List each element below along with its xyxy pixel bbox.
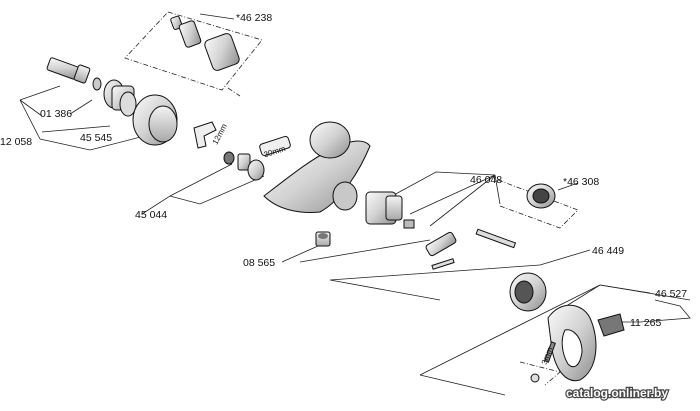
part-ring-46449 [509,272,547,312]
label-11265: 11 265 [630,317,661,329]
label-01386: 01 386 [40,108,72,120]
part-mixer-body [263,121,371,213]
part-escutcheon-45545 [103,79,137,117]
part-handle-46527 [547,304,597,382]
label-45044: 45 044 [135,209,167,221]
part-rosette-12058 [132,94,178,146]
label-45545: 45 545 [80,132,112,144]
watermark: catalog.onliner.by [566,386,668,400]
part-nut-08565 [315,231,331,247]
label-46238: *46 238 [236,12,272,24]
label-46308: *46 308 [563,176,599,188]
dim-3mm: 3mm [540,346,555,366]
part-screw-set: 3mm [530,341,556,383]
part-lever-11265 [597,313,625,337]
label-46449: 46 449 [592,245,624,257]
label-46048: 46 048 [470,174,502,186]
part-cap-46308 [526,183,556,209]
label-46527: 46 527 [655,288,687,300]
callout-labels: *46 238 01 386 12 058 45 545 45 044 08 5… [0,12,687,329]
part-hex-key: 12mm [193,121,229,149]
part-cartridge-46238 [170,15,240,71]
label-08565: 08 565 [243,257,275,269]
label-12058: 12 058 [0,136,32,148]
part-valve-01386 [46,57,102,91]
part-thermo-cartridge-46048 [365,191,517,270]
part-adapter-45044: 30mm [223,135,291,181]
